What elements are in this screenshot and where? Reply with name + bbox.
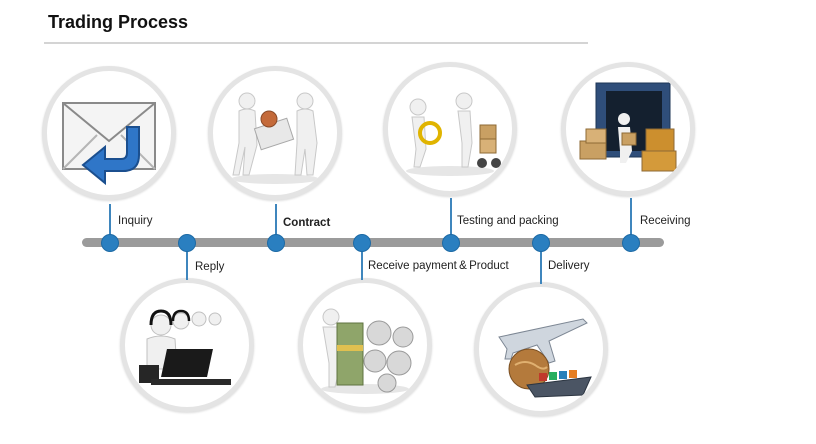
call-center-icon: [120, 278, 254, 412]
timeline-dot-contract: [267, 234, 285, 252]
stem-inquiry: [109, 204, 111, 240]
timeline-bar: [82, 238, 664, 247]
money-gears-icon: [298, 278, 432, 412]
testing-packing-icon: [383, 62, 517, 196]
page-title: Trading Process: [48, 12, 189, 32]
timeline-dot-reply: [178, 234, 196, 252]
step-label-testing: Testing and packing: [457, 215, 559, 227]
envelope-reply-icon: [42, 66, 176, 200]
step-label-reply: Reply: [195, 261, 225, 273]
timeline-dot-delivery: [532, 234, 550, 252]
step-label-receiving: Receiving: [640, 215, 691, 227]
airplane-globe-ship-icon: [474, 282, 608, 416]
stem-testing: [450, 198, 452, 240]
stem-receive-payment: [361, 250, 363, 280]
stem-delivery: [540, 250, 542, 284]
handshake-contract-icon: [208, 66, 342, 200]
step-label-contract: Contract: [283, 217, 331, 229]
stem-reply: [186, 250, 188, 280]
step-label-receive-payment: Receive payment & Product: [368, 260, 509, 272]
timeline-dot-inquiry: [101, 234, 119, 252]
step-label-inquiry: Inquiry: [118, 215, 153, 227]
stem-receiving: [630, 198, 632, 240]
stem-contract: [275, 204, 277, 240]
timeline-dot-receiving: [622, 234, 640, 252]
timeline-dot-receive-payment: [353, 234, 371, 252]
timeline-dot-testing: [442, 234, 460, 252]
title-divider: [44, 42, 588, 44]
step-label-delivery: Delivery: [548, 260, 590, 272]
container-boxes-icon: [561, 62, 695, 196]
